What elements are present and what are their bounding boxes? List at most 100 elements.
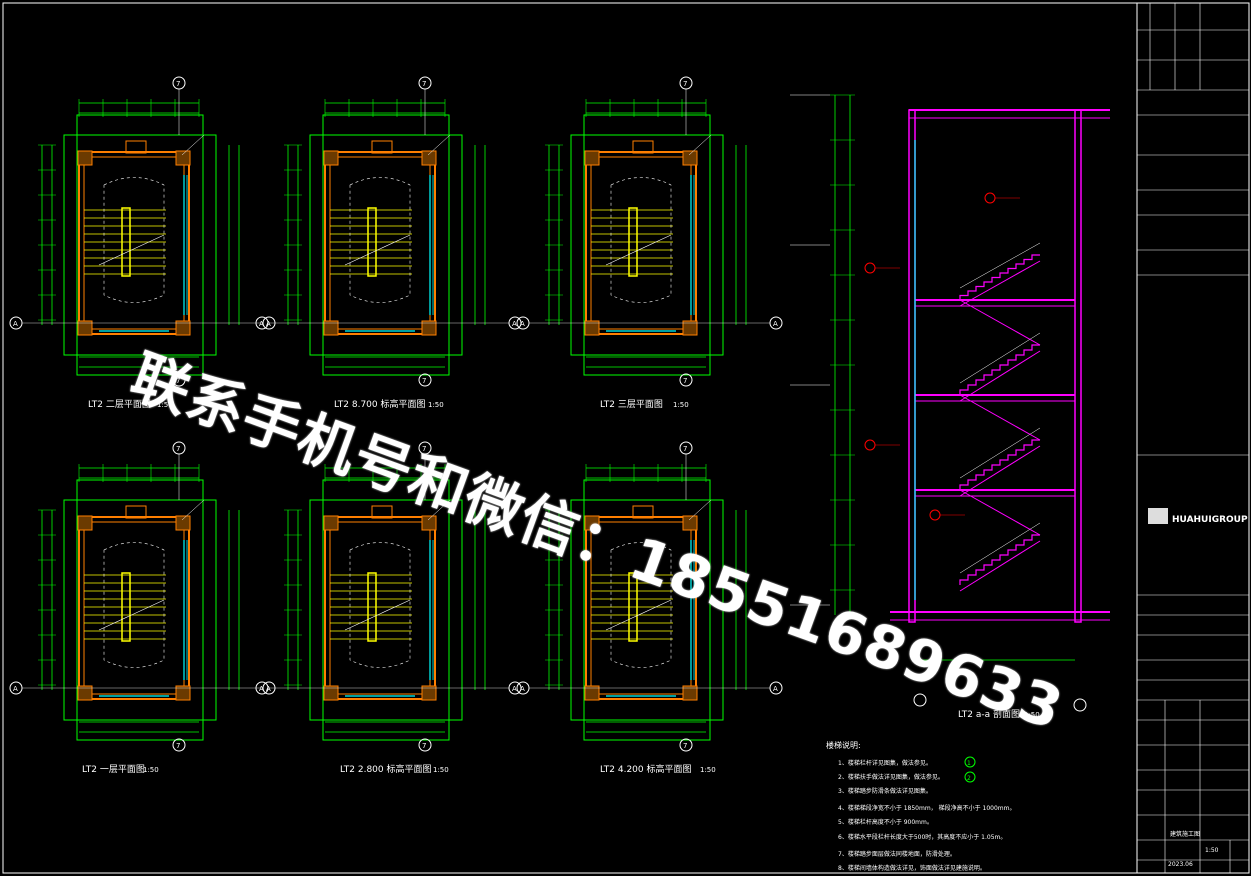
door-niche — [125, 140, 147, 154]
stair-handrail — [367, 572, 377, 642]
plan-dimension-box — [309, 134, 463, 356]
wall-column — [77, 320, 93, 336]
plan-titles: LT2 二层平面图 1:50 LT2 8.700 标高平面图 1:50 LT2 … — [82, 398, 716, 775]
axis-bubble-bottom — [679, 738, 693, 752]
wall-column — [682, 320, 698, 336]
plan-outer-dimension — [322, 114, 450, 376]
axis-label-bottom: 7 — [176, 377, 180, 385]
sheet-name: 建筑施工图 — [1170, 830, 1200, 838]
wall-column — [175, 150, 191, 166]
axis-label-left: A — [259, 320, 264, 328]
note-8: 8、楼梯间墙体构造做法详见，饰面做法详见建施说明。 — [838, 864, 986, 872]
wall-column — [175, 320, 191, 336]
axis-bubble-bottom — [418, 373, 432, 387]
axis-label-right: A — [266, 320, 271, 328]
stair-steps — [959, 534, 1040, 585]
leader-line — [688, 499, 712, 521]
wall-column — [77, 685, 93, 701]
axis-label-bottom: 7 — [683, 377, 687, 385]
wall-column — [682, 515, 698, 531]
plan-title-3: LT2 三层平面图 — [600, 399, 663, 410]
axis-label-top: 7 — [683, 80, 687, 88]
plan-scale-4: 1:50 — [143, 766, 159, 774]
plan-dimension-box — [63, 499, 217, 721]
wall-column — [77, 515, 93, 531]
axis-bubble-bottom — [172, 738, 186, 752]
axis-label-right: A — [512, 320, 517, 328]
wall-outline — [78, 151, 190, 335]
stair-handrail — [367, 207, 377, 277]
wall-column — [323, 685, 339, 701]
axis-bubble-bottom — [418, 738, 432, 752]
section-title: LT2 a-a 剖面图 — [958, 708, 1020, 720]
plan-outer-dimension — [76, 479, 204, 741]
plan-outer-dimension — [583, 479, 711, 741]
stair-handrail — [121, 207, 131, 277]
plan-dimension-box — [570, 134, 724, 356]
door-niche — [371, 505, 393, 519]
door-niche — [632, 505, 654, 519]
plan-title-1: LT2 二层平面图 — [88, 399, 151, 410]
axis-label-left: A — [520, 320, 525, 328]
stair-soffit — [959, 445, 1041, 497]
walking-line — [103, 177, 165, 303]
door-niche — [632, 140, 654, 154]
axis-label-right: A — [512, 685, 517, 693]
stair-flight — [959, 242, 1041, 307]
stair-steps — [959, 254, 1040, 300]
stair-steps — [959, 439, 1040, 490]
axis-label-top: 7 — [176, 80, 180, 88]
leader-line — [181, 499, 205, 521]
wall-column — [175, 685, 191, 701]
logo-mark — [1148, 508, 1168, 524]
break-line — [605, 234, 672, 266]
break-line — [98, 234, 165, 266]
wall-column — [421, 685, 437, 701]
handrail — [959, 522, 1041, 574]
plan-title-4: LT2 一层平面图 — [82, 764, 145, 775]
note-4: 4、楼梯梯段净宽不小于 1850mm， 梯段净高不小于 1000mm。 — [838, 804, 1015, 812]
plan-outer-dimension — [583, 114, 711, 376]
plan-title-2: LT2 8.700 标高平面图 — [334, 398, 426, 410]
section-scale: 1:50 — [1024, 711, 1040, 719]
stair-flight — [959, 522, 1041, 592]
break-line — [605, 599, 672, 631]
wall-column — [421, 515, 437, 531]
plan-scale-2: 1:50 — [428, 401, 444, 409]
note-7: 7、楼梯踏步面层做法同楼地面，防滑处理。 — [838, 850, 956, 858]
door-niche — [371, 140, 393, 154]
axis-label-bottom: 7 — [422, 742, 426, 750]
stair-notes: 楼梯说明: 1、楼梯栏杆详见图集，做法参见。 2、楼梯扶手做法详见图集，做法参见… — [826, 740, 1015, 872]
plan-outer-dimension — [76, 114, 204, 376]
logo-text: HUAHUIGROUP — [1172, 515, 1248, 525]
plan-scale-1: 1:50 — [157, 401, 173, 409]
wall-column — [682, 685, 698, 701]
stair-flight-return — [959, 489, 1041, 536]
stair-section — [790, 94, 1110, 712]
handrail — [959, 242, 1041, 289]
wall-column — [421, 150, 437, 166]
plan-dimension-box — [63, 134, 217, 356]
axis-label-top: 7 — [683, 445, 687, 453]
wall-outline — [324, 151, 436, 335]
wall-column — [584, 515, 600, 531]
plan-title-6: LT2 4.200 标高平面图 — [600, 763, 692, 775]
wall-column — [323, 150, 339, 166]
stair-soffit — [959, 540, 1041, 592]
wall-outline — [324, 516, 436, 700]
handrail — [959, 332, 1041, 384]
walking-line — [103, 542, 165, 668]
note-ref-circle-1 — [964, 756, 976, 768]
plan-outer-dimension — [322, 479, 450, 741]
axis-label-top: 7 — [422, 445, 426, 453]
plan-scale-3: 1:50 — [673, 401, 689, 409]
note-3: 3、楼梯踏步防滑条做法详见图集。 — [838, 787, 932, 795]
stair-steps — [959, 344, 1040, 395]
annotation-bubble — [929, 509, 941, 521]
axis-label-bottom: 7 — [683, 742, 687, 750]
section-wall-left — [908, 109, 916, 623]
